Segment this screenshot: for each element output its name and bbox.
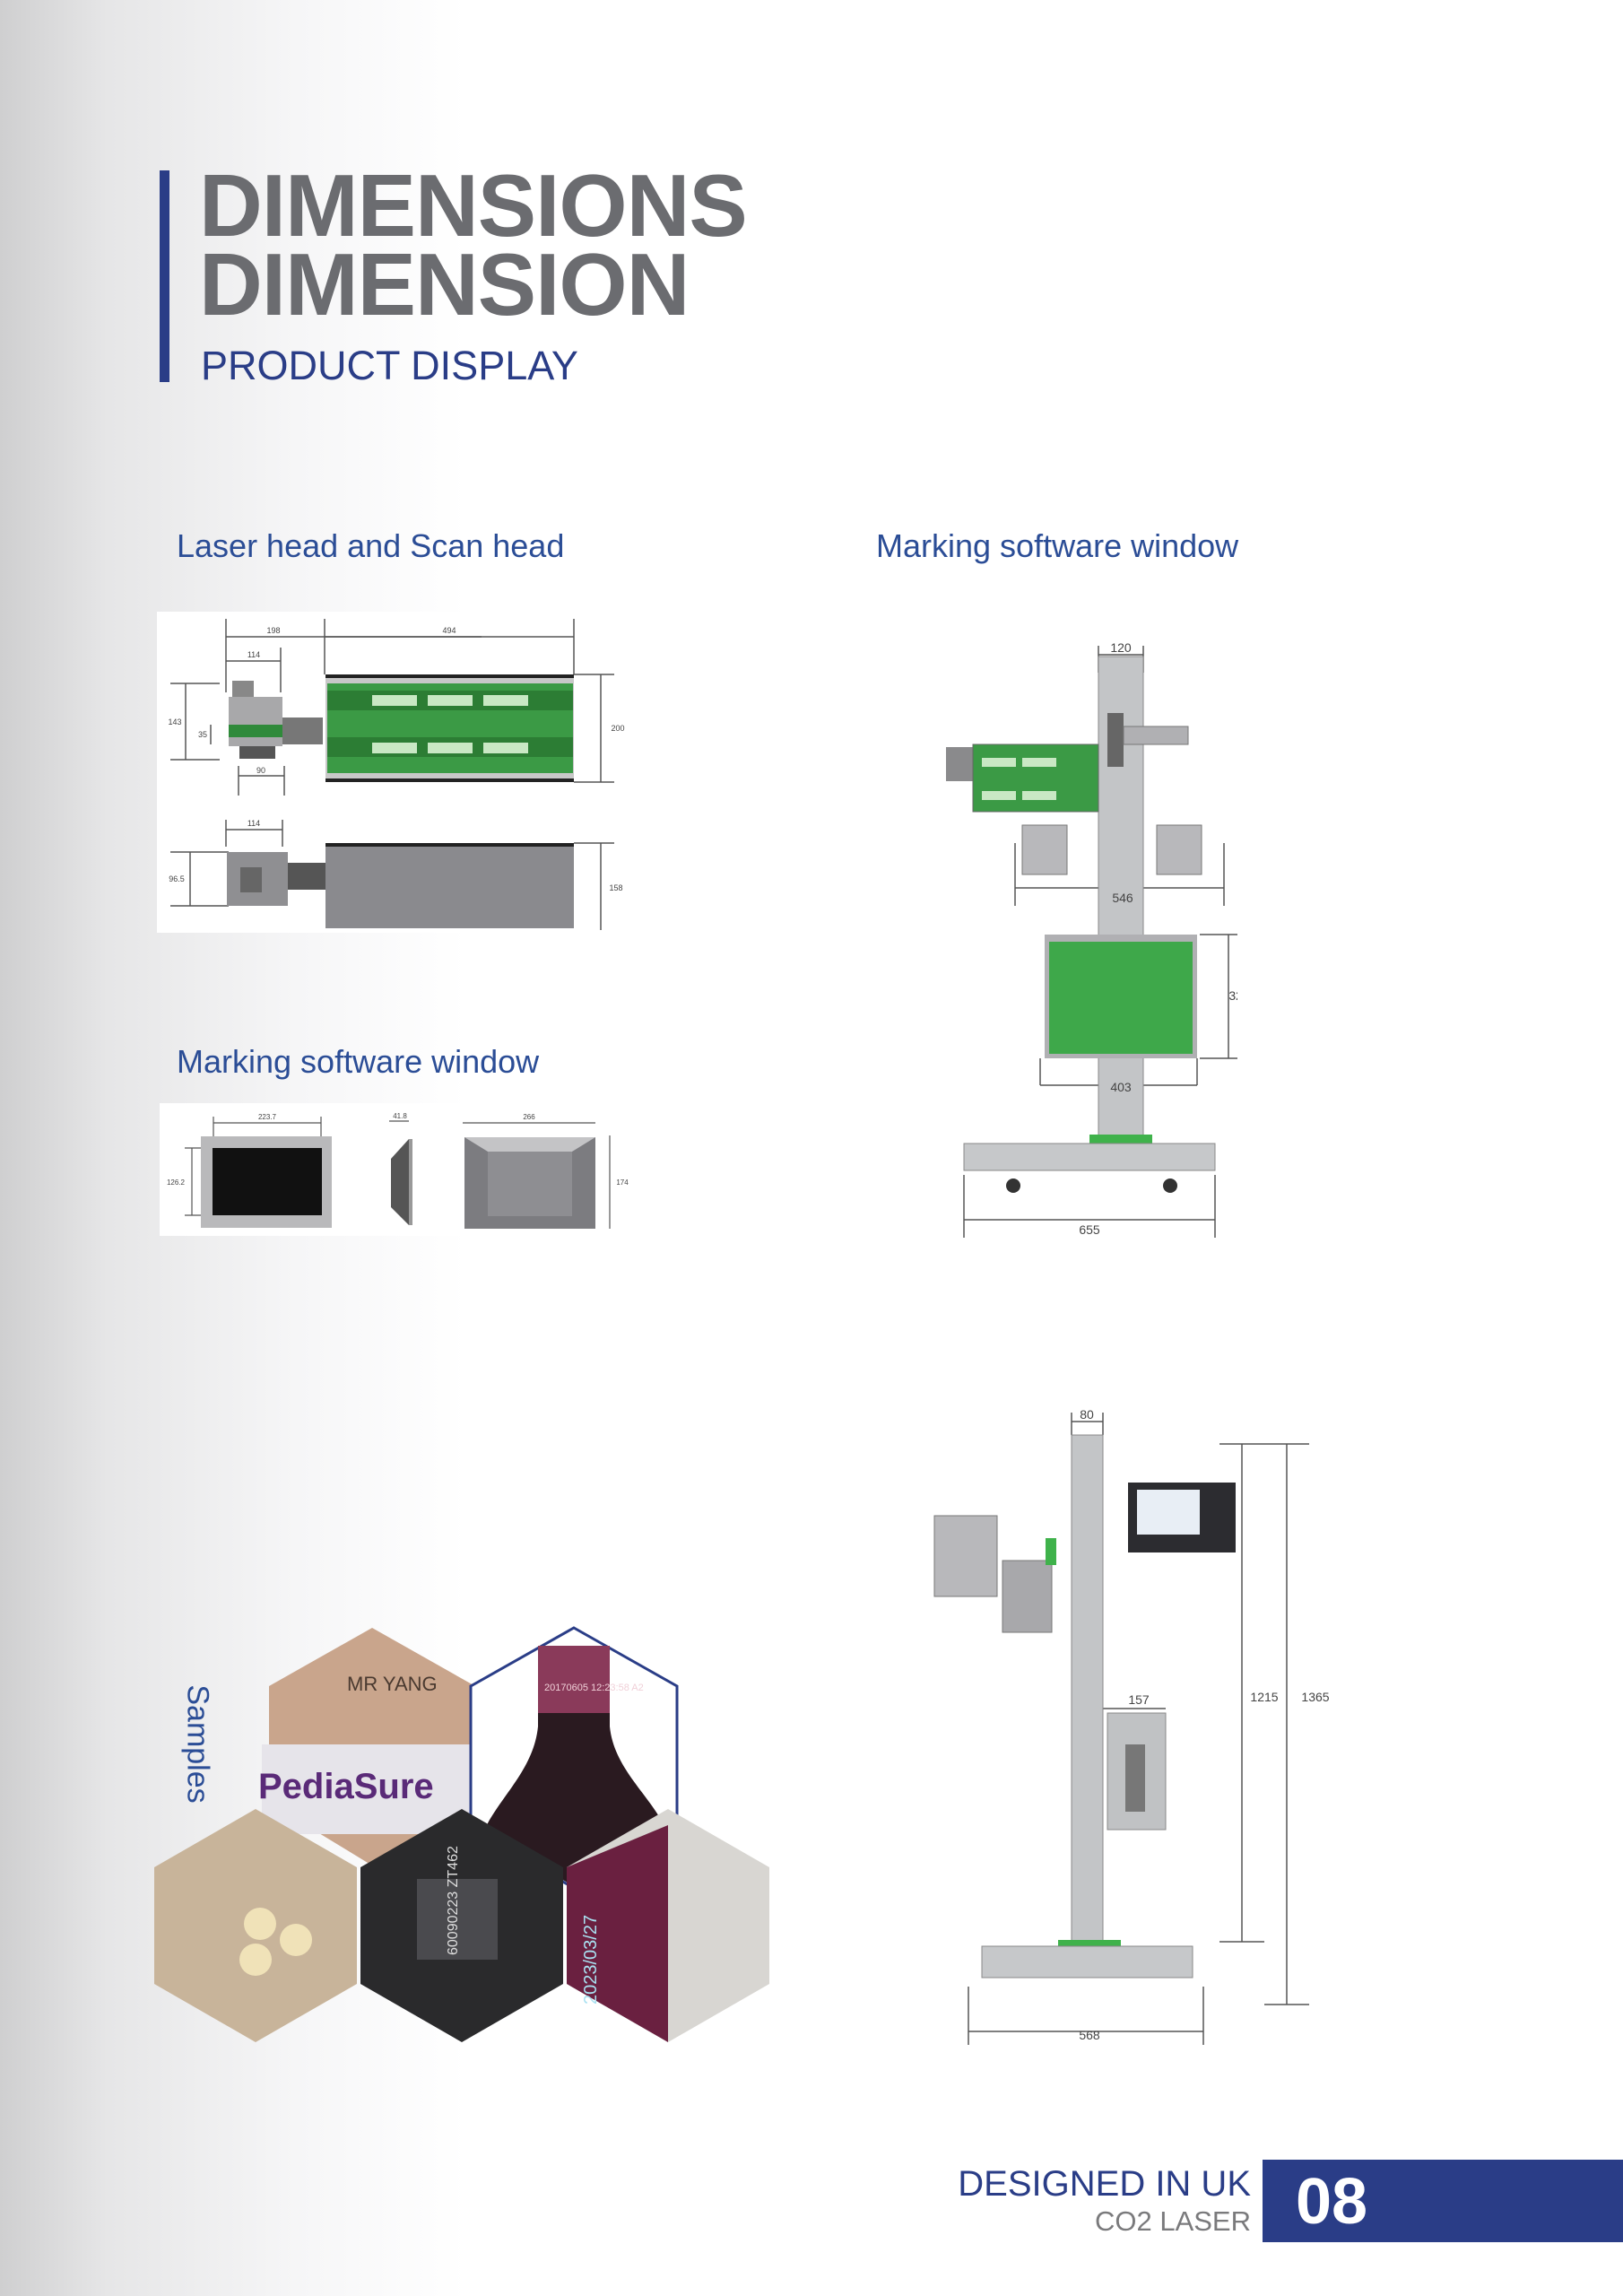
laser-head-drawing: 198 494 114 143 35 90 200 114 96.5 158 (157, 612, 668, 933)
page-title-line2: DIMENSION (199, 235, 690, 334)
dim-label: 80 (1080, 1407, 1094, 1422)
dim-label: 114 (247, 819, 260, 828)
svg-text:20170605 12:23:58 A2: 20170605 12:23:58 A2 (544, 1683, 644, 1693)
sample-wine-bottle: 20170605 12:23:58 A2 (469, 1626, 679, 1890)
software-window-drawing: 223.7 126.2 41.8 266 174 (160, 1103, 668, 1236)
dim-label: 41.8 (393, 1112, 407, 1120)
machine-front-drawing: 120 546 320 403 655 (946, 640, 1237, 1238)
dim-label: 90 (256, 766, 265, 775)
footer-product-name: CO2 LASER (1094, 2205, 1251, 2237)
page-subtitle: PRODUCT DISPLAY (201, 343, 578, 388)
dim-label: 266 (523, 1113, 535, 1121)
dim-label: 320 (1228, 988, 1237, 1003)
dim-label: 158 (609, 883, 622, 892)
dim-label: 403 (1110, 1080, 1132, 1094)
samples-collage: MR YANG PediaSure 20170605 12:23:58 A2 6… (154, 1626, 769, 2042)
dim-label: 1365 (1301, 1690, 1329, 1704)
page-number: 08 (1296, 2166, 1368, 2238)
page-number-box (1263, 2160, 1623, 2242)
dim-label: 174 (616, 1178, 629, 1187)
svg-text:PediaSure: PediaSure (258, 1767, 434, 1806)
dim-label: 96.5 (169, 874, 185, 883)
dim-label: 35 (198, 730, 207, 739)
dim-label: 198 (266, 626, 280, 635)
dim-label: 143 (168, 718, 181, 726)
dim-label: 546 (1112, 891, 1133, 905)
machine-side-drawing: 80 157 1215 1365 568 (933, 1407, 1330, 2045)
dim-label: 114 (247, 650, 260, 659)
dim-label: 120 (1110, 640, 1132, 655)
dim-label: 223.7 (258, 1113, 277, 1121)
svg-text:2023/03/27: 2023/03/27 (581, 1915, 601, 2005)
dim-label: 126.2 (167, 1178, 186, 1187)
software-window-caption-right: Marking software window (876, 527, 1239, 564)
dim-label: 655 (1079, 1222, 1100, 1237)
dim-label: 157 (1128, 1692, 1150, 1707)
dim-label: 568 (1079, 2028, 1100, 2042)
title-accent-bar (160, 170, 169, 382)
svg-text:MR YANG: MR YANG (347, 1673, 438, 1695)
sample-kraft-paper: MR YANG PediaSure (258, 1628, 475, 1866)
sample-ic-chips: 60090223 ZT462 (360, 1809, 563, 2042)
page-title-line1: DIMENSIONS (199, 156, 748, 255)
dim-label: 494 (442, 626, 456, 635)
laser-head-caption: Laser head and Scan head (177, 527, 565, 564)
footer-designed-in-uk: DESIGNED IN UK (958, 2164, 1251, 2204)
dim-label: 1215 (1250, 1690, 1278, 1704)
svg-text:60090223 ZT462: 60090223 ZT462 (446, 1846, 461, 1955)
dim-label: 200 (611, 724, 624, 733)
sample-wood-sticks (154, 1809, 357, 2042)
software-window-caption-left: Marking software window (177, 1043, 540, 1080)
sample-purple-packaging: 2023/03/27 (567, 1809, 769, 2042)
